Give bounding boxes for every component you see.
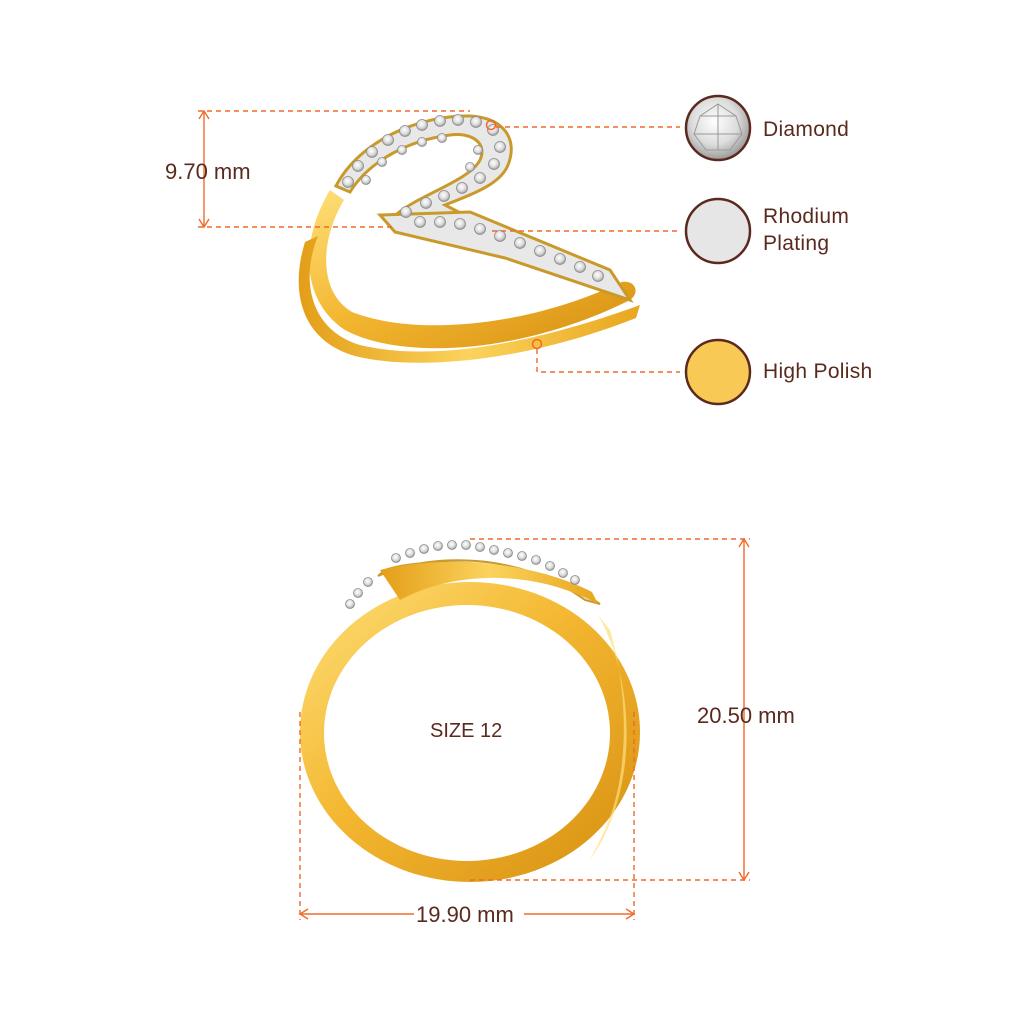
polish-callout-marker: [531, 338, 543, 350]
legend-rhodium-label-line2: Plating: [763, 232, 830, 255]
ring-width-label: 19.90 mm: [416, 902, 514, 927]
head-height-dimension: [198, 109, 470, 229]
legend-diamond-label: Diamond: [763, 118, 850, 141]
ring-inner-opening: [324, 605, 610, 861]
ring-band-back: [309, 190, 636, 349]
ring-height-label: 20.50 mm: [697, 703, 795, 728]
legend-rhodium-label-line1: Rhodium: [763, 205, 850, 228]
ring-width-dimension: [298, 712, 636, 920]
head-height-label: 9.70 mm: [165, 159, 251, 184]
ring-front-view: [300, 540, 640, 882]
ring-perspective-view: [298, 114, 640, 363]
front-pave-diamonds: [345, 540, 580, 609]
legend-leader-lines: [492, 126, 680, 373]
diamond-callout-marker: [485, 119, 497, 131]
pave-diamonds: [342, 114, 604, 282]
ring-height-dimension: [470, 537, 750, 882]
legend-polish-label: High Polish: [763, 360, 873, 383]
legend-swatches: [684, 94, 752, 406]
gold-swatch: [684, 338, 752, 406]
rhodium-swatch: [684, 197, 752, 265]
ring-size-label: SIZE 12: [430, 720, 503, 742]
diamond-facets-icon: [693, 103, 743, 151]
pave-lower-strip: [376, 210, 634, 303]
crossover-band: [380, 561, 598, 604]
